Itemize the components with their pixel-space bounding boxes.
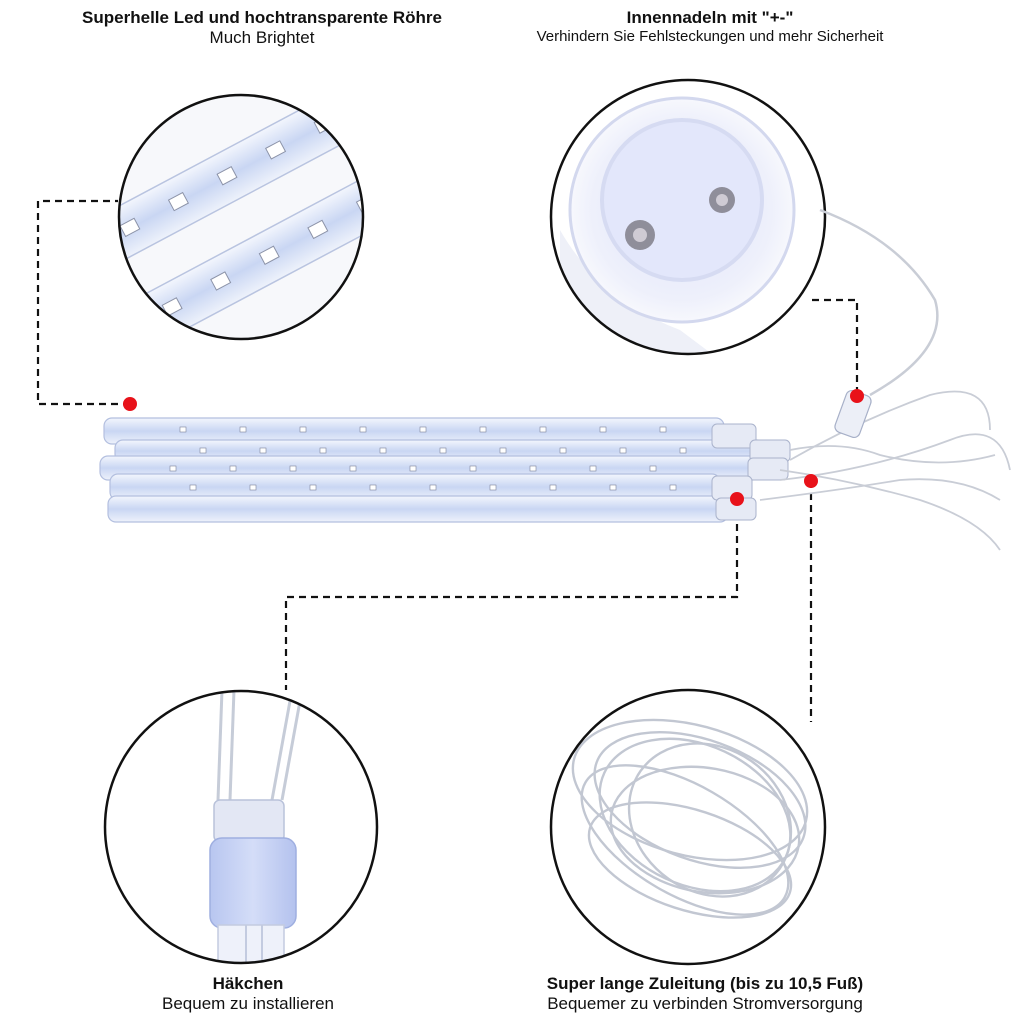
caption-inner-pins: Innennadeln mit "+-" Verhindern Sie Fehl… [470,8,950,46]
leader-lines [36,199,859,722]
caption-led-tube-subtitle: Much Brightet [209,28,315,48]
caption-hook-title: Häkchen [212,974,284,993]
leader-line-inner-pins [812,298,859,394]
caption-lead-cable: Super lange Zuleitung (bis zu 10,5 Fuß) … [440,974,970,1015]
zoom-circle-socket [549,78,827,356]
zoom-circle-lead-cable [549,688,827,966]
marker-hook [730,492,744,506]
plug-collar [213,799,285,843]
caption-lead-cable-subtitle: Bequemer zu verbinden Stromversorgung [547,994,863,1014]
caption-inner-pins-title: Innennadeln mit "+-" [626,8,794,27]
tube-end-cap [747,457,789,481]
marker-led-tube [123,397,137,411]
zoom-circle-hook [103,689,379,965]
leader-line-led-tube [36,199,130,406]
tube-end-cap [711,423,757,449]
caption-hook: Häkchen Bequem zu installieren [60,974,436,1015]
led-tube [107,495,729,523]
marker-lead-cable [804,474,818,488]
caption-lead-cable-title: Super lange Zuleitung (bis zu 10,5 Fuß) [546,974,864,993]
caption-led-tube: Superhelle Led und hochtransparente Röhr… [20,8,504,49]
caption-led-tube-title: Superhelle Led und hochtransparente Röhr… [82,8,442,27]
leader-line-hook [284,500,739,690]
callout-markers [123,389,864,506]
zoom-circle-led-tubes [117,93,365,341]
caption-hook-subtitle: Bequem zu installieren [162,994,334,1014]
caption-inner-pins-subtitle: Verhindern Sie Fehlsteckungen und mehr S… [536,28,884,46]
wire-bundle [759,390,1011,551]
socket-cable [819,208,939,397]
marker-inner-pins [850,389,864,403]
plug-body [209,837,297,929]
led-tube-bundle [99,389,1011,551]
